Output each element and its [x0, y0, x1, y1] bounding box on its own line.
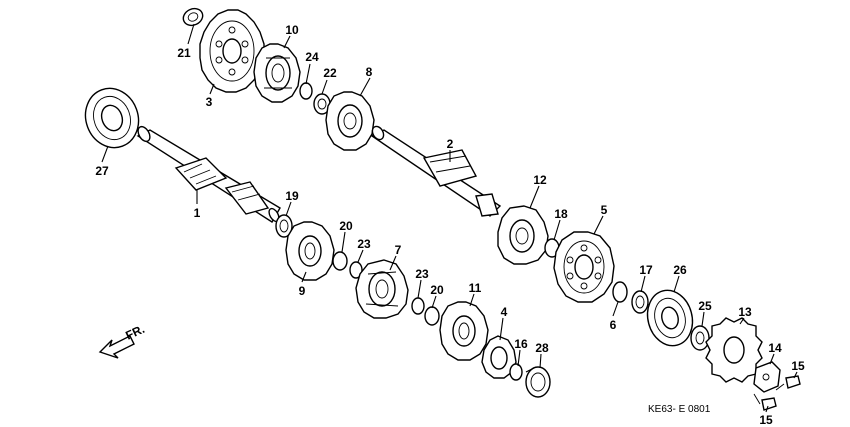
callout-23a: 23	[357, 237, 371, 251]
callout-19: 19	[285, 189, 299, 203]
part-28-bearing	[525, 366, 551, 398]
drawing-code: KE63- E 0801	[648, 404, 711, 415]
callout-2: 2	[447, 137, 454, 151]
part-10-gear	[253, 43, 301, 103]
part-23a-washer	[349, 261, 363, 279]
callout-labels: 21 10 24 22 3 8 27 2 12 19 1 18 5 20 23 …	[95, 23, 805, 427]
callout-7: 7	[395, 243, 402, 257]
callout-27: 27	[95, 164, 109, 178]
front-direction-arrow	[98, 335, 135, 359]
part-20a-washer	[332, 251, 348, 271]
part-13-sprocket	[705, 317, 763, 383]
part-25-collar	[690, 325, 710, 351]
part-24-washer	[299, 82, 313, 100]
part-17-washer	[631, 290, 649, 314]
callout-23b: 23	[415, 267, 429, 281]
callout-16: 16	[514, 337, 528, 351]
part-19-washer	[275, 214, 293, 238]
part-8-gear	[325, 91, 375, 151]
part-21-washer	[182, 7, 204, 27]
callout-6: 6	[610, 318, 617, 332]
callout-20b: 20	[430, 283, 444, 297]
part-3-gear	[199, 9, 265, 93]
part-26-bearing	[646, 289, 694, 347]
callout-26: 26	[673, 263, 687, 277]
part-4-gear	[481, 335, 517, 379]
callout-20a: 20	[339, 219, 353, 233]
callout-11: 11	[469, 281, 482, 295]
callout-13: 13	[738, 305, 752, 319]
part-15b-bolt	[753, 393, 777, 411]
callout-15b: 15	[759, 413, 773, 427]
callout-5: 5	[601, 203, 608, 217]
callout-28: 28	[535, 341, 549, 355]
part-7-gear	[355, 259, 409, 319]
callout-24: 24	[305, 50, 319, 64]
callout-10: 10	[285, 23, 299, 37]
part-12-gear	[497, 205, 549, 265]
part-5-gear	[553, 231, 615, 303]
callout-14: 14	[768, 341, 782, 355]
part-6-washer	[612, 281, 628, 303]
direction-label: FR.	[123, 322, 146, 343]
callout-18: 18	[554, 207, 568, 221]
callout-25: 25	[698, 299, 712, 313]
callout-17: 17	[639, 263, 653, 277]
callout-8: 8	[366, 65, 373, 79]
callout-3: 3	[206, 95, 213, 109]
part-27-bearing	[84, 87, 140, 149]
part-2-countershaft	[370, 125, 502, 217]
callout-12: 12	[533, 173, 547, 187]
part-20b-washer	[424, 306, 440, 326]
part-16-washer	[509, 363, 523, 381]
part-1-mainshaft	[136, 125, 281, 223]
leader-lines	[101, 23, 798, 413]
callout-22: 22	[323, 66, 337, 80]
part-14-plate	[753, 361, 781, 393]
callout-1: 1	[194, 206, 201, 220]
callout-9: 9	[299, 284, 306, 298]
part-11-gear	[439, 301, 489, 361]
part-23b-clip	[411, 297, 425, 315]
callout-4: 4	[501, 305, 508, 319]
part-15a-bolt	[775, 375, 801, 391]
callout-21: 21	[177, 46, 191, 60]
callout-15a: 15	[791, 359, 805, 373]
part-9-gear	[285, 221, 335, 281]
